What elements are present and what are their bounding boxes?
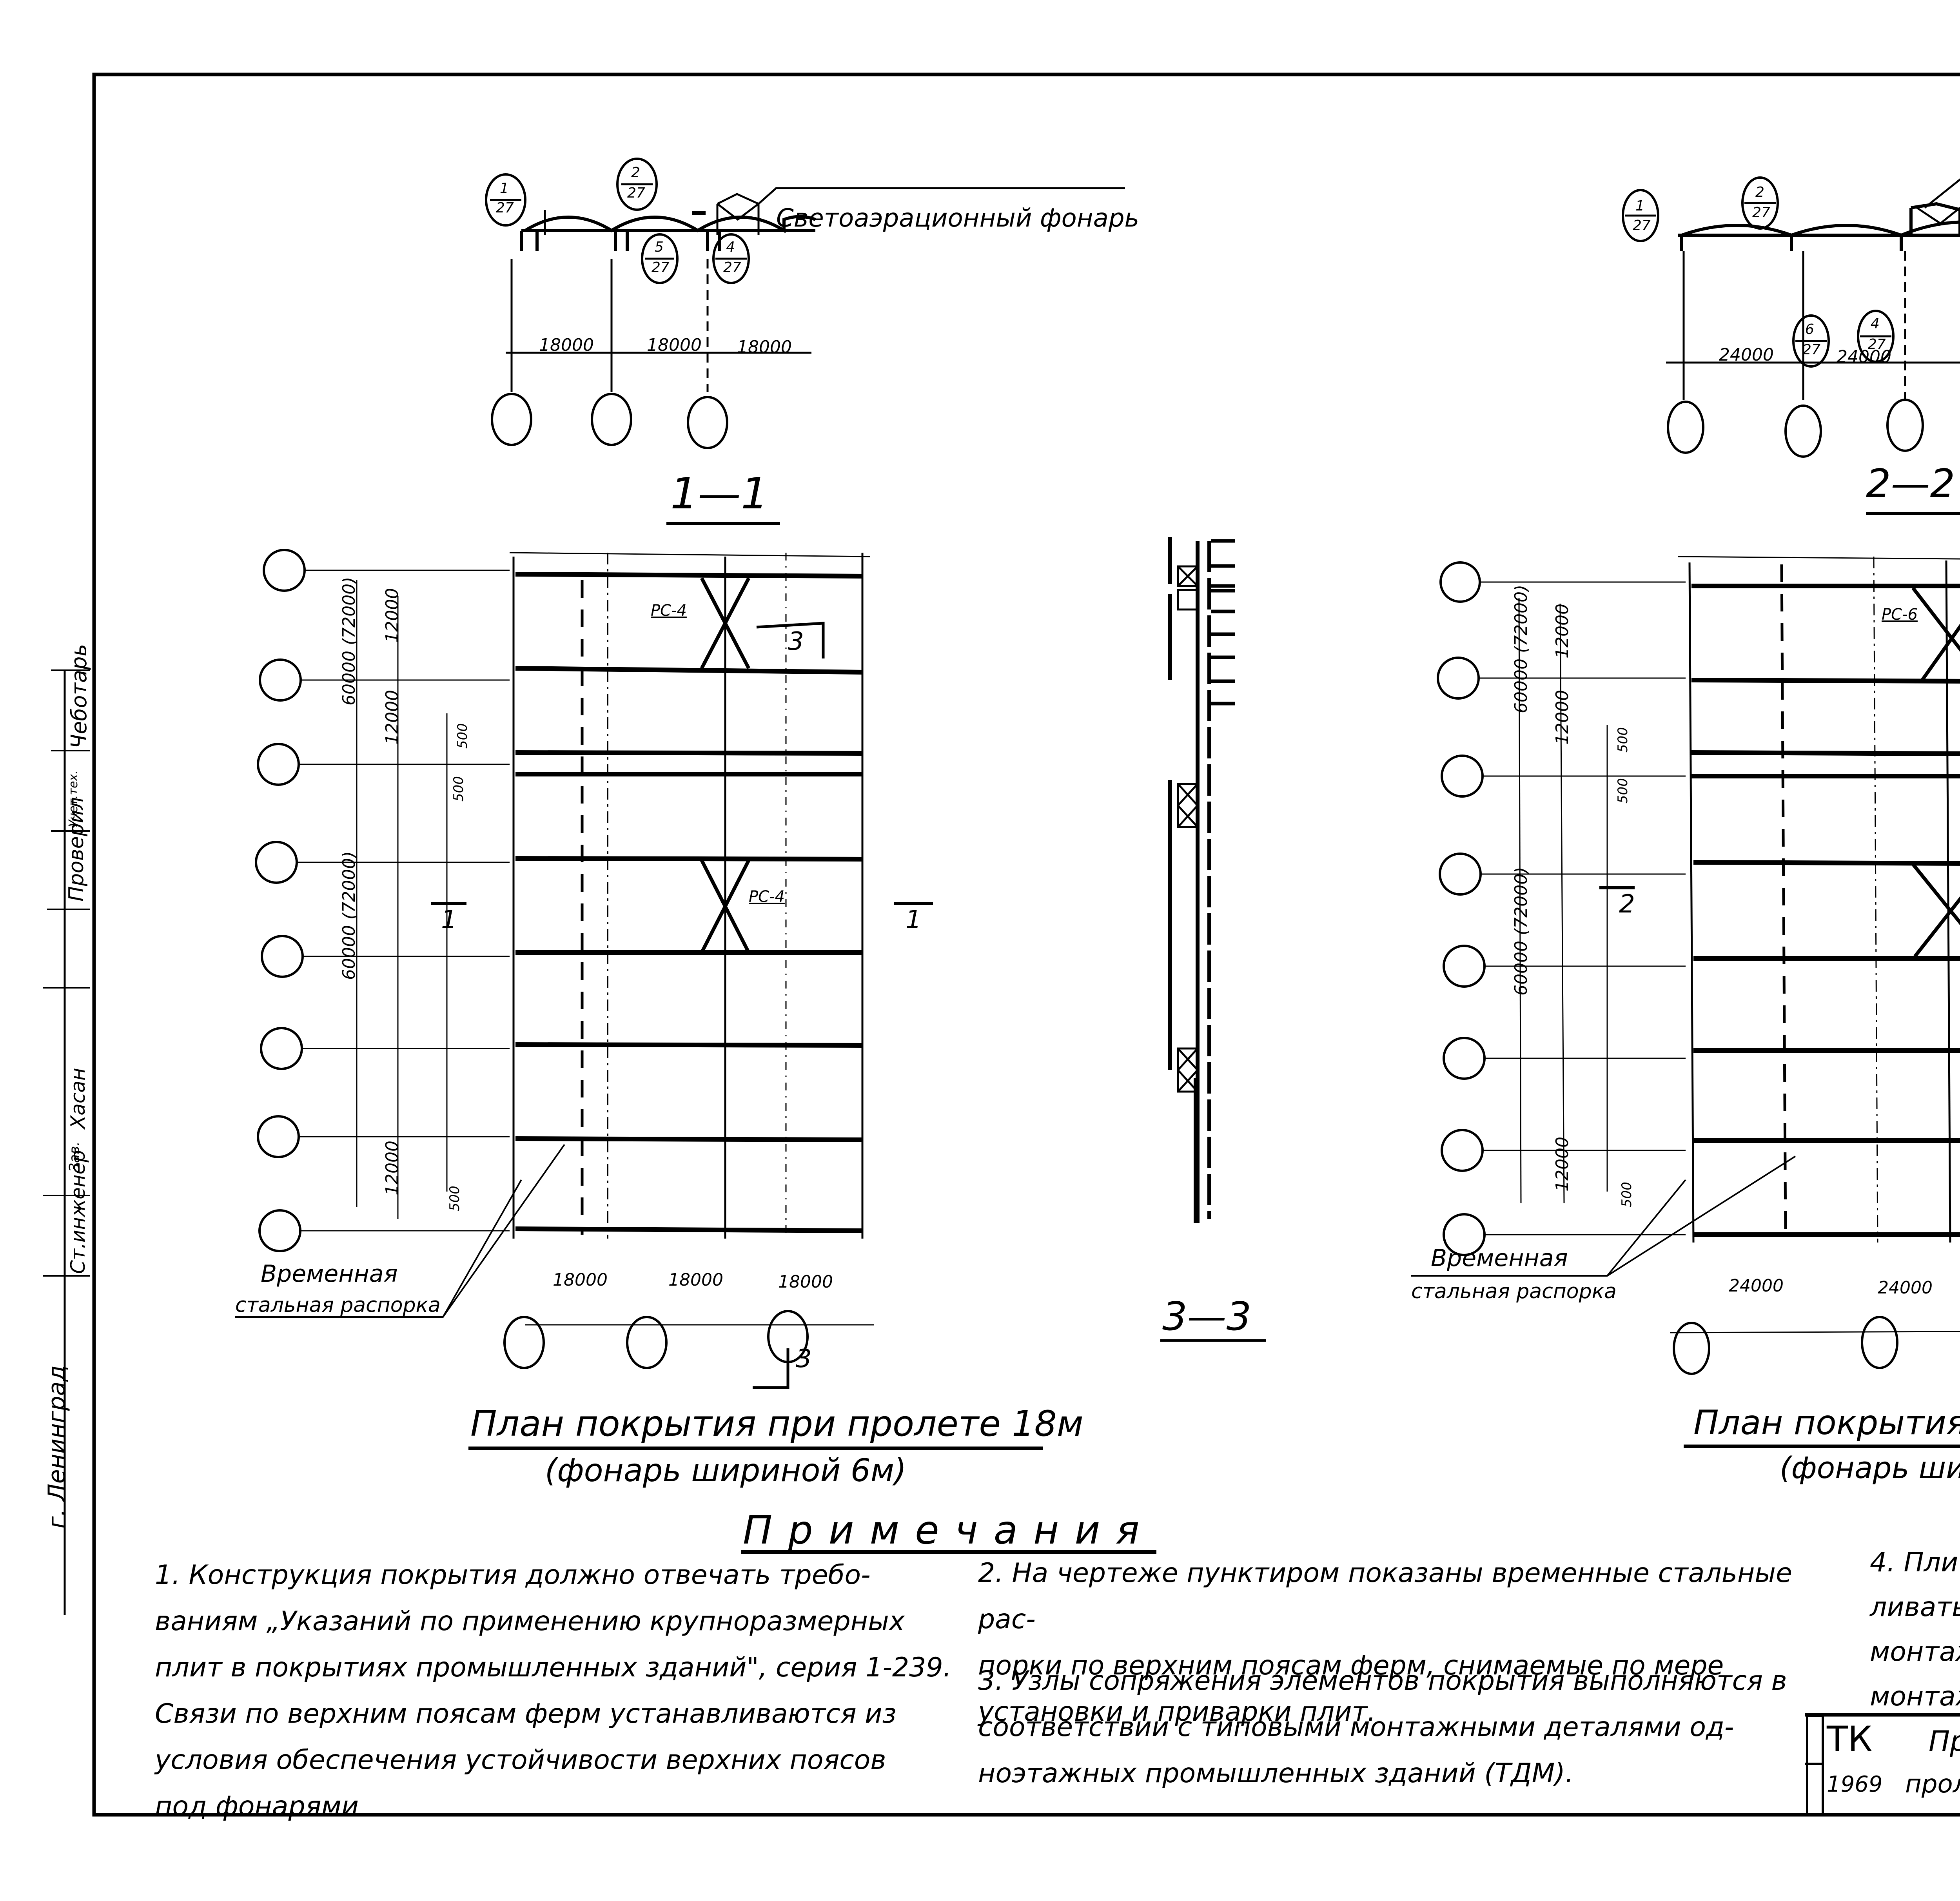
plan18-dim-outer-2: 60000 (72000) [339, 851, 359, 980]
plan18-dim-500-c: 500 [447, 1186, 463, 1211]
plan18-dim-500-a: 500 [455, 723, 470, 749]
plan24-span-a: 24000 [1729, 1276, 1784, 1296]
callout-5-bottom: 27 [652, 259, 670, 276]
plan18-dim-outer-1: 60000 (72000) [339, 577, 359, 706]
callout-4-bottom: 27 [723, 259, 741, 276]
callout-2-top: 2 [631, 165, 640, 181]
cut-mark-3-bottom: 3 [796, 1344, 812, 1373]
plan24-dim-500-b: 500 [1615, 778, 1631, 804]
span-1-1-a: 18000 [539, 335, 594, 355]
callout-2-2-bottom: 27 [1752, 205, 1770, 221]
plan18-subtitle: (фонарь шириной 6м) [545, 1452, 907, 1489]
note-3: 3. Узлы сопряжения элементов покрытия вы… [978, 1665, 1787, 1789]
brace-label-rc4-b: РС-4 [749, 888, 785, 906]
plan24-dim-12000-c: 12000 [1552, 1137, 1572, 1192]
callout-2-6-bottom: 27 [1802, 342, 1820, 358]
callout-2-1-top: 1 [1635, 198, 1644, 214]
callout-2-4-bottom: 27 [1868, 336, 1886, 352]
span-2-2-b: 24000 [1837, 347, 1891, 367]
stamp-cell-city: г. Ленинград [43, 1365, 71, 1529]
temp-strut-label-1b: стальная распорка [235, 1293, 441, 1317]
plan24-dim-12000-b: 12000 [1552, 690, 1572, 745]
plan18-span-c: 18000 [778, 1272, 833, 1292]
brace-label-rc4-a: РС-4 [651, 602, 687, 620]
callout-2-bottom: 27 [627, 185, 645, 201]
callout-4-top: 4 [726, 239, 735, 255]
section-label-2-2: 2—2 [1866, 461, 1955, 506]
note-1: 1. Конструкция покрытия должно отвечать … [155, 1560, 952, 1822]
callout-2-1-bottom: 27 [1633, 218, 1651, 234]
callout-2-4-top: 4 [1871, 316, 1880, 332]
section-label-1-1: 1—1 [670, 468, 768, 519]
plan18-dim-12000-b: 12000 [382, 690, 402, 745]
cut-mark-2-left: 2 [1619, 890, 1635, 919]
skylight-label-1: Светоаэрационный фонарь [776, 204, 1140, 233]
plan18-span-b: 18000 [668, 1270, 723, 1290]
temp-strut-label-2b: стальная распорка [1411, 1280, 1617, 1303]
temp-strut-label-1a: Временная [261, 1260, 398, 1288]
temp-strut-label-2a: Временная [1431, 1244, 1568, 1272]
brace-label-rc6-a: РС-6 [1882, 606, 1918, 624]
plan18-span-a: 18000 [553, 1270, 608, 1290]
stamp-cell-tech: Учет.тех. [67, 770, 80, 827]
plan24-dim-500-a: 500 [1615, 727, 1631, 753]
stamp-cell-head: Зав. [67, 1141, 83, 1172]
callout-5-top: 5 [655, 239, 664, 255]
note-4: 4. Плиты покрытий необходимо установ- ли… [1870, 1547, 1960, 1712]
callout-1-bottom: 27 [496, 200, 514, 216]
title-block-year: 1969 [1827, 1772, 1883, 1797]
callout-2-2-top: 2 [1755, 184, 1764, 200]
span-2-2-a: 24000 [1719, 345, 1774, 365]
cut-mark-1-right: 1 [906, 905, 922, 934]
stamp-cell-chebotar: Чеботарь [67, 644, 91, 749]
span-1-1-c: 18000 [737, 337, 792, 357]
span-1-1-b: 18000 [647, 335, 702, 355]
title-block-org: ТК [1827, 1719, 1873, 1759]
plan24-title: План покрытия при пролете 24м [1693, 1403, 1960, 1442]
section-label-3-3: 3—3 [1162, 1293, 1252, 1339]
plan24-dim-outer-2: 60000 (72000) [1511, 867, 1531, 996]
cut-mark-1-left: 1 [441, 905, 457, 934]
title-block-title-1: Примеры схем покрытий зданий [1929, 1725, 1960, 1758]
plan24-dim-500-c: 500 [1619, 1182, 1635, 1207]
callout-2-6-top: 6 [1805, 321, 1814, 337]
plan24-dim-outer-1: 60000 (72000) [1511, 584, 1531, 713]
plan18-dim-12000-a: 12000 [382, 588, 402, 643]
plan18-title: План покрытия при пролете 18м [470, 1403, 1083, 1444]
plan24-dim-12000-a: 12000 [1552, 604, 1572, 658]
plan24-span-b: 24000 [1878, 1278, 1933, 1298]
stamp-cell-name-hasan: Хасан [67, 1068, 89, 1129]
callout-1-top: 1 [500, 180, 509, 196]
plan24-subtitle: (фонарь шириной 12м) [1780, 1450, 1960, 1485]
plan18-dim-500-b: 500 [451, 776, 466, 802]
plan18-dim-12000-c: 12000 [382, 1141, 402, 1195]
title-block-title-2: пролетами 18 и 24 м при шаге ферм 12 м [1905, 1770, 1960, 1799]
notes-heading: Примечания [743, 1507, 1155, 1553]
note-2: 2. На чертеже пунктиром показаны временн… [978, 1558, 1792, 1727]
cut-mark-3-top: 3 [788, 627, 804, 656]
